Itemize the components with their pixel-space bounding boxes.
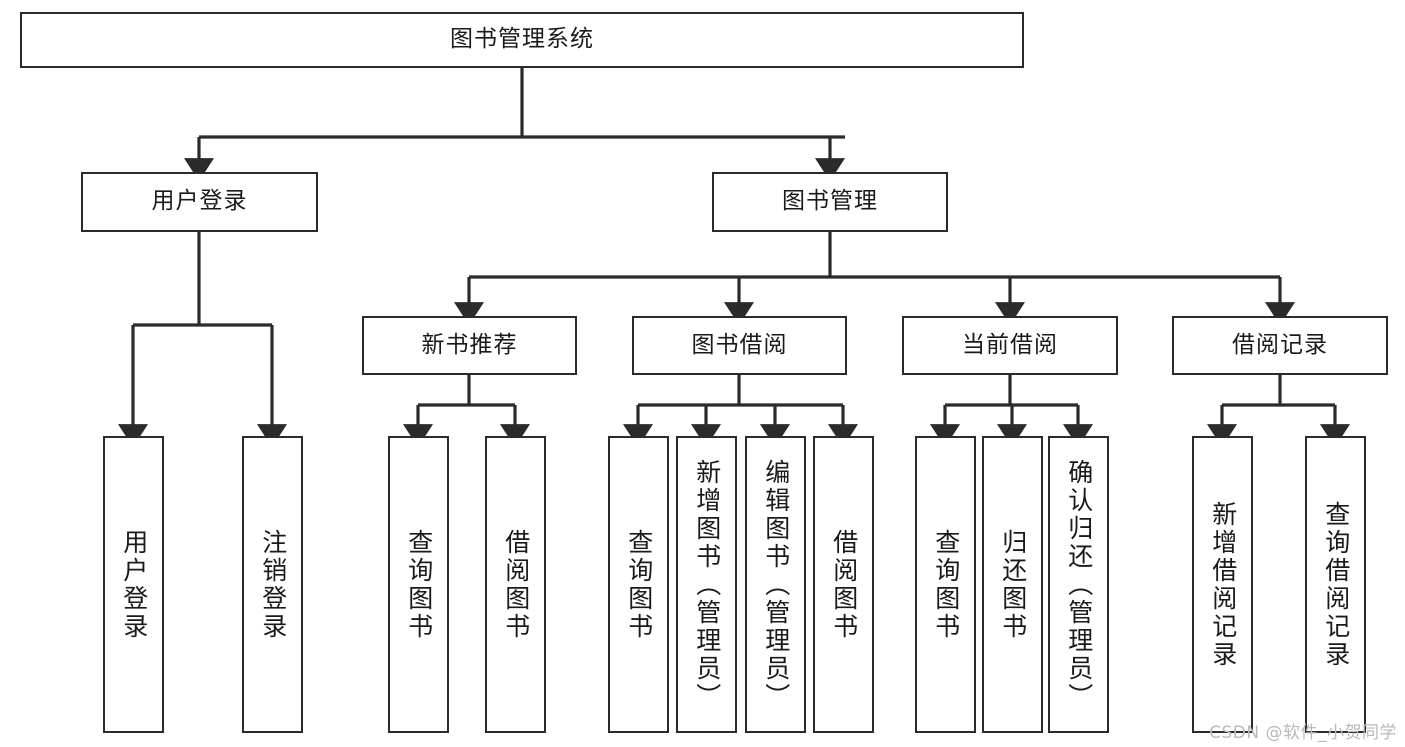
leaf-label: 借阅图书 [501,528,531,641]
leaf-label: 查询图书 [624,528,654,641]
node-user-login-label: 用户登录 [151,188,248,215]
leaf-label: 用户登录 [119,528,149,641]
leaf-label: 注销登录 [258,528,288,641]
leaf-user-login-signin[interactable]: 用户登录 [103,436,164,733]
leaf-label: 查询图书 [931,528,961,641]
node-root-label: 图书管理系统 [450,26,594,53]
node-current-borrow-label: 当前借阅 [962,331,1058,358]
leaf-borrow-edit-book-admin[interactable]: 编辑图书（管理员） [745,436,806,733]
leaf-label: 确认归还（管理员） [1064,458,1094,711]
leaf-current-confirm-return-admin[interactable]: 确认归还（管理员） [1048,436,1109,733]
node-book-borrow[interactable]: 图书借阅 [632,316,847,375]
node-book-management-label: 图书管理 [782,188,878,215]
leaf-new-book-query[interactable]: 查询图书 [388,436,449,733]
node-current-borrow[interactable]: 当前借阅 [902,316,1118,375]
leaf-label: 归还图书 [998,528,1028,641]
node-borrow-record-label: 借阅记录 [1232,331,1328,358]
leaf-label: 借阅图书 [829,528,859,641]
leaf-label: 查询图书 [404,528,434,641]
node-book-management[interactable]: 图书管理 [712,172,948,232]
leaf-label: 新增图书（管理员） [692,458,722,711]
leaf-borrow-borrow-book[interactable]: 借阅图书 [813,436,874,733]
node-book-borrow-label: 图书借阅 [691,331,788,358]
node-new-book-recommend-label: 新书推荐 [421,331,518,358]
leaf-record-query[interactable]: 查询借阅记录 [1305,436,1366,733]
watermark-text: CSDN @软件_小贺同学 [1209,723,1397,743]
node-new-book-recommend[interactable]: 新书推荐 [362,316,577,375]
node-user-login[interactable]: 用户登录 [81,172,318,232]
leaf-borrow-add-book-admin[interactable]: 新增图书（管理员） [676,436,737,733]
leaf-label: 编辑图书（管理员） [761,458,791,711]
leaf-borrow-query-book[interactable]: 查询图书 [608,436,669,733]
leaf-record-add[interactable]: 新增借阅记录 [1192,436,1253,733]
leaf-label: 查询借阅记录 [1321,500,1351,669]
leaf-current-return-book[interactable]: 归还图书 [982,436,1043,733]
node-borrow-record[interactable]: 借阅记录 [1172,316,1388,375]
leaf-new-book-borrow[interactable]: 借阅图书 [485,436,546,733]
leaf-current-query-book[interactable]: 查询图书 [915,436,976,733]
leaf-user-login-signout[interactable]: 注销登录 [242,436,303,733]
leaf-label: 新增借阅记录 [1208,500,1238,669]
node-root[interactable]: 图书管理系统 [20,12,1024,68]
